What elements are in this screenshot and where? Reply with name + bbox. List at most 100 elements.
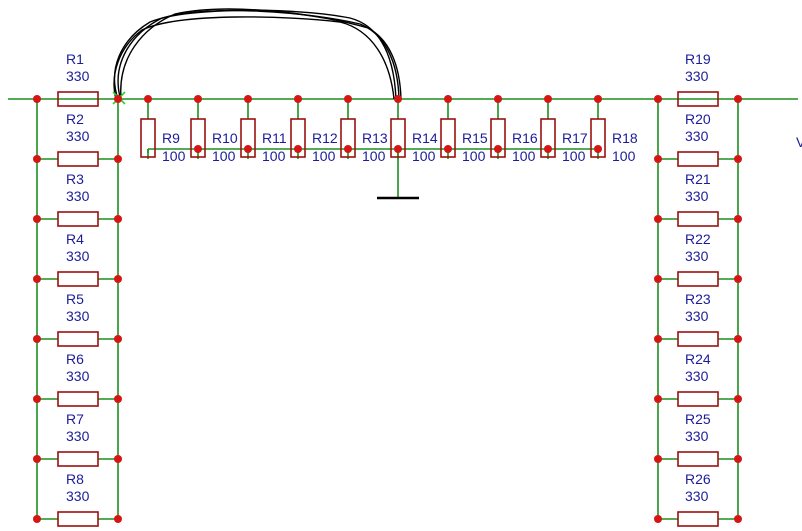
resistor-r25-name: R25 (685, 411, 711, 427)
junction-r1-right (114, 95, 122, 103)
junction-r10-top (194, 95, 202, 103)
resistor-r9-name: R9 (162, 130, 180, 146)
resistor-r11-icon (240, 118, 256, 158)
junction-r14-bottom (394, 145, 402, 153)
resistor-r17-name: R17 (562, 130, 588, 146)
junction-r12-bottom (294, 145, 302, 153)
resistor-r15-icon (440, 118, 456, 158)
junction-r16-bottom (494, 145, 502, 153)
junction-r20-left (654, 155, 662, 163)
junction-r3-left (33, 215, 41, 223)
junction-r13-top (344, 95, 352, 103)
resistor-r3-name: R3 (66, 171, 84, 187)
junction-r8-left (33, 515, 41, 523)
junction-r7-right (114, 455, 122, 463)
junction-r16-top (494, 95, 502, 103)
edge-cut-text: V (796, 134, 802, 150)
junction-r3-right (114, 215, 122, 223)
junction-r18-bottom (594, 145, 602, 153)
resistor-r10-icon (190, 118, 206, 158)
junction-dots (33, 95, 742, 523)
resistor-r1-name: R1 (66, 51, 84, 67)
resistor-r4-icon (57, 271, 99, 287)
resistor-r23-icon (677, 331, 719, 347)
junction-r19-right (734, 95, 742, 103)
junction-r11-top (244, 95, 252, 103)
resistor-r26-icon (677, 511, 719, 527)
resistor-r21-name: R21 (685, 171, 711, 187)
resistor-r10-value: 100 (212, 148, 236, 164)
resistor-r16-name: R16 (512, 130, 538, 146)
junction-r14-top (394, 95, 402, 103)
junction-r7-left (33, 455, 41, 463)
junction-r23-right (734, 335, 742, 343)
resistor-r22-value: 330 (685, 248, 709, 264)
resistor-r15-value: 100 (462, 148, 486, 164)
resistor-r14-value: 100 (412, 148, 436, 164)
junction-r15-top (444, 95, 452, 103)
resistor-r19-icon (677, 91, 719, 107)
resistor-r21-value: 330 (685, 188, 709, 204)
junction-r2-right (114, 155, 122, 163)
junction-r6-left (33, 395, 41, 403)
resistor-r16-icon (490, 118, 506, 158)
junction-r2-left (33, 155, 41, 163)
resistor-r5-icon (57, 331, 99, 347)
junction-r17-bottom (544, 145, 552, 153)
junction-r10-bottom (194, 145, 202, 153)
resistor-r7-name: R7 (66, 411, 84, 427)
resistor-r6-name: R6 (66, 351, 84, 367)
resistor-r13-name: R13 (362, 130, 388, 146)
resistor-r7-icon (57, 451, 99, 467)
resistor-r9-value: 100 (162, 148, 186, 164)
junction-r22-left (654, 275, 662, 283)
resistor-r25-icon (677, 451, 719, 467)
junction-r20-right (734, 155, 742, 163)
junction-r11-bottom (244, 145, 252, 153)
resistor-r26-name: R26 (685, 471, 711, 487)
resistor-r18-value: 100 (612, 148, 636, 164)
resistor-r26-value: 330 (685, 488, 709, 504)
resistor-r3-icon (57, 211, 99, 227)
junction-r4-left (33, 275, 41, 283)
resistor-r15-name: R15 (462, 130, 488, 146)
resistor-r20-name: R20 (685, 111, 711, 127)
resistor-r19-name: R19 (685, 51, 711, 67)
resistor-r1-value: 330 (66, 68, 90, 84)
junction-r5-left (33, 335, 41, 343)
junction-r26-left (654, 515, 662, 523)
resistor-r8-name: R8 (66, 471, 84, 487)
resistor-r6-value: 330 (66, 368, 90, 384)
resistor-r20-value: 330 (685, 128, 709, 144)
resistor-r13-icon (340, 118, 356, 158)
junction-r25-right (734, 455, 742, 463)
junction-r4-right (114, 275, 122, 283)
junction-r6-right (114, 395, 122, 403)
